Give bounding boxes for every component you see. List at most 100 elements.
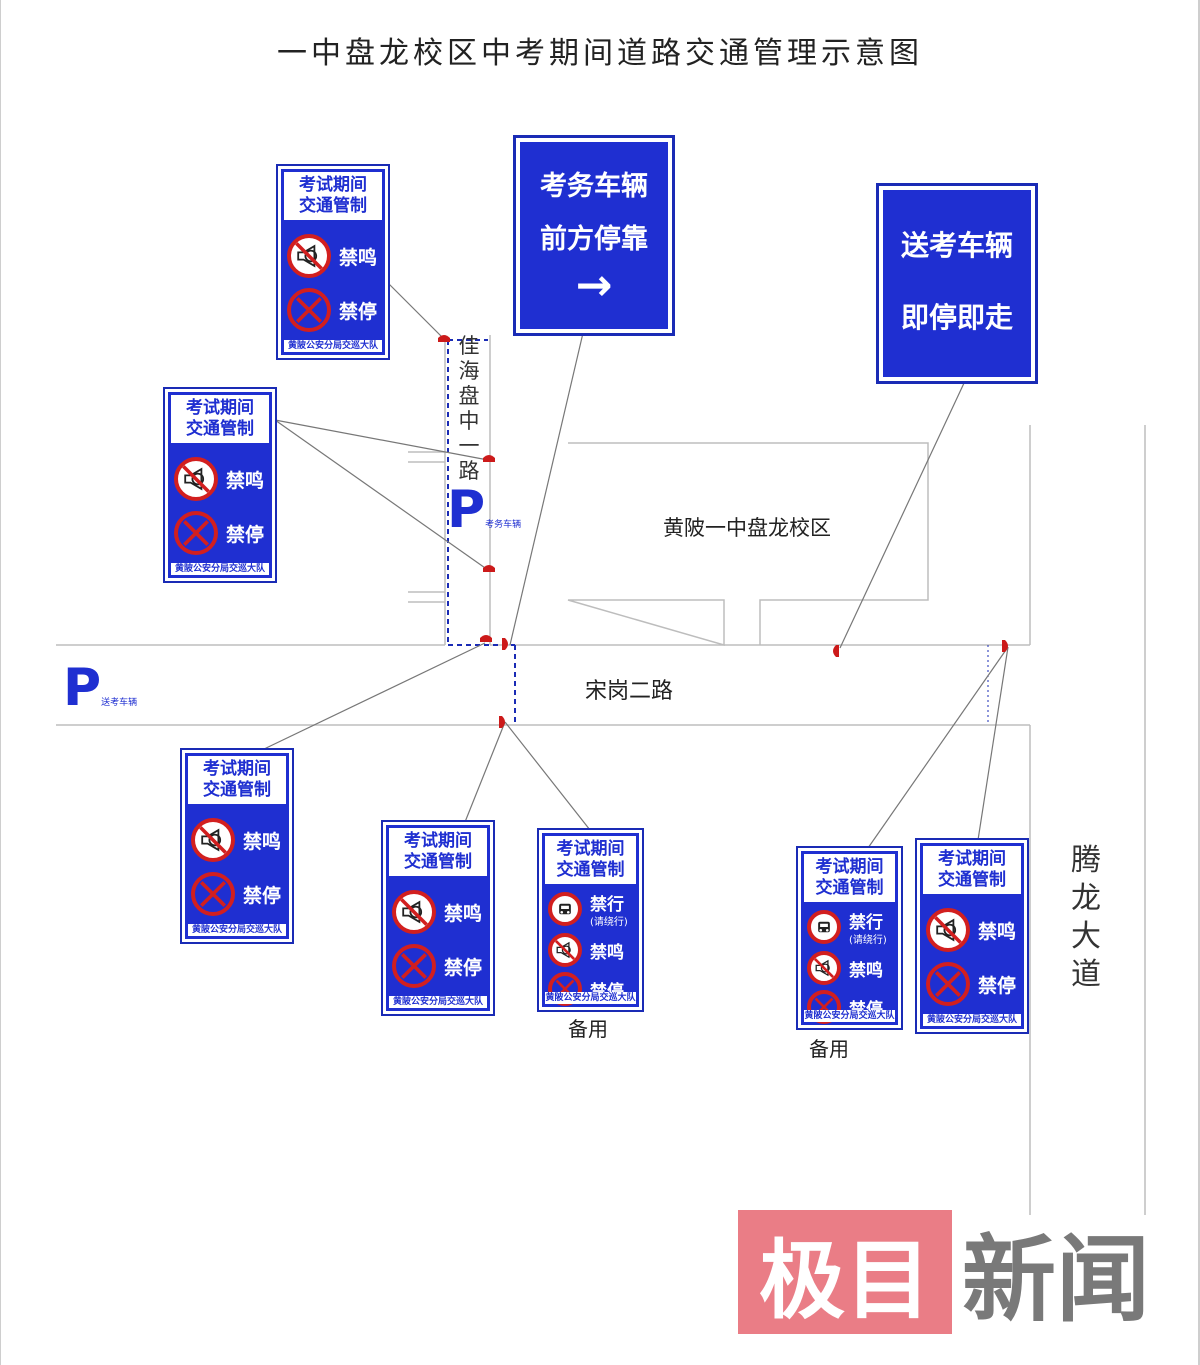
parking-dropoff-vehicles: P送考车辆 — [63, 662, 137, 714]
arrow-right-icon: → — [575, 260, 613, 311]
sign-footer: 黄陂公安分局交巡大队 — [545, 992, 636, 1004]
marker-8 — [499, 716, 505, 728]
sign-item-text: 禁停 — [226, 523, 265, 546]
leader-1 — [384, 279, 444, 339]
sign-footer: 黄陂公安分局交巡大队 — [804, 1010, 895, 1022]
sign-footer: 黄陂公安分局交巡大队 — [389, 996, 487, 1008]
no-horn-icon — [392, 890, 436, 934]
school-label: 黄陂一中盘龙校区 — [663, 516, 831, 540]
sign-row: 禁鸣 — [168, 457, 272, 501]
tenglong-char: 龙 — [1071, 881, 1101, 916]
sign-item-text: 禁停 — [444, 956, 483, 979]
jiahai-char: 佳 — [458, 334, 480, 358]
sign-header: 考试期间交通管制 — [923, 846, 1021, 894]
jimu-news-logo: 极目 新闻 — [738, 1210, 1150, 1335]
parking-label: 考务车辆 — [485, 520, 522, 530]
leader-2b — [274, 419, 489, 571]
no-horn-icon — [926, 908, 970, 952]
sign-header: 考试期间交通管制 — [284, 172, 382, 220]
sign-item-text: 禁鸣 — [339, 246, 378, 269]
no-horn-icon — [174, 457, 218, 501]
sign-item-label: 禁鸣 — [849, 956, 883, 981]
sign-header-line: 考试期间 — [203, 759, 271, 779]
detour-text: (请绕行) — [849, 935, 887, 946]
leader-9 — [977, 646, 1009, 841]
sign-item-label: 禁鸣 — [243, 827, 281, 854]
sign-item-text: 禁鸣 — [978, 920, 1017, 943]
sign-item-label: 禁停 — [339, 297, 377, 324]
sign-footer: 黄陂公安分局交巡大队 — [188, 924, 286, 936]
sign-header-line: 交通管制 — [299, 196, 367, 216]
sign-header: 考试期间交通管制 — [804, 854, 895, 902]
jiahai-char: 海 — [458, 359, 480, 383]
marker-1 — [438, 335, 450, 342]
sign-header-line: 交通管制 — [938, 870, 1006, 890]
sign-item-label: 禁停 — [243, 881, 281, 908]
sign-row: 禁停 — [386, 944, 490, 988]
sign-item-label: 禁行(请绕行) — [849, 908, 887, 946]
sign-header-line: 交通管制 — [815, 878, 884, 898]
sign-header: 考试期间交通管制 — [188, 756, 286, 804]
sign-header-line: 交通管制 — [556, 860, 625, 880]
jiahai-road-label: 佳 海 盘 中 一 路 — [457, 334, 481, 484]
no-horn-icon — [191, 818, 235, 862]
sign-row: 禁停 — [185, 872, 289, 916]
sign-header: 考试期间交通管制 — [389, 828, 487, 876]
leader-8 — [867, 646, 1009, 849]
leader-7 — [504, 721, 591, 831]
sign-item-text: 禁停 — [978, 974, 1017, 997]
marker-7 — [1002, 640, 1008, 652]
sign-header-line: 交通管制 — [404, 852, 472, 872]
sign-item-text: 禁鸣 — [590, 942, 624, 963]
logo-text: 新闻 — [962, 1225, 1151, 1335]
sign-line: 即停即走 — [900, 301, 1013, 334]
jiahai-char: 一 — [458, 434, 480, 458]
spare-label: 备用 — [809, 1037, 849, 1061]
no-parking-icon — [287, 288, 331, 332]
sign-item-text: 禁鸣 — [849, 960, 883, 981]
tenglong-char: 道 — [1071, 957, 1101, 992]
sign-item-text: 禁行 — [590, 895, 624, 915]
no-parking-icon — [174, 511, 218, 555]
sign-item-text: 禁停 — [339, 300, 378, 323]
sign-line: 送考车辆 — [900, 229, 1013, 262]
leader-5 — [261, 642, 486, 751]
school-outline — [567, 442, 929, 646]
tenglong-char: 大 — [1071, 919, 1101, 954]
sign-row: 禁鸣 — [542, 933, 639, 967]
parking-icon: P — [447, 480, 486, 540]
traffic-control-sign: 考试期间交通管制禁鸣禁停黄陂公安分局交巡大队 — [381, 820, 495, 1016]
parking-exam-vehicles: P考务车辆 — [447, 484, 521, 536]
sign-item-text: 禁停 — [243, 884, 282, 907]
no-horn-icon — [548, 933, 582, 967]
sign-header: 考试期间交通管制 — [545, 836, 636, 884]
jiahai-char: 中 — [458, 409, 480, 433]
sign-row: 禁鸣 — [801, 951, 898, 985]
sign-dropoff-stop-go: 送考车辆 即停即走 — [876, 183, 1038, 384]
sign-item-label: 禁鸣 — [226, 466, 264, 493]
sign-header-line: 考试期间 — [938, 849, 1006, 869]
sign-row: 禁停 — [920, 962, 1024, 1006]
tenglong-char: 腾 — [1071, 843, 1101, 878]
sign-item-label: 禁鸣 — [339, 243, 377, 270]
parking-label: 送考车辆 — [101, 698, 138, 708]
sign-row: 禁鸣 — [281, 234, 385, 278]
diagram-title: 一中盘龙校区中考期间道路交通管理示意图 — [277, 36, 923, 71]
sign-header: 考试期间交通管制 — [171, 395, 269, 443]
sign-item-label: 禁鸣 — [590, 938, 624, 963]
sign-header-line: 考试期间 — [186, 398, 254, 418]
sign-header-line: 考试期间 — [299, 175, 367, 195]
sign-item-label: 禁停 — [978, 971, 1016, 998]
parking-icon: P — [63, 658, 102, 718]
sign-item-label: 禁停 — [444, 953, 482, 980]
jiahai-char: 盘 — [458, 384, 480, 408]
marker-4 — [480, 635, 492, 642]
sign-row: 禁鸣 — [920, 908, 1024, 952]
sign-footer: 黄陂公安分局交巡大队 — [171, 563, 269, 575]
no-horn-icon — [807, 951, 841, 985]
sign-row: 禁鸣 — [185, 818, 289, 862]
sign-item-label: 禁鸣 — [978, 917, 1016, 944]
